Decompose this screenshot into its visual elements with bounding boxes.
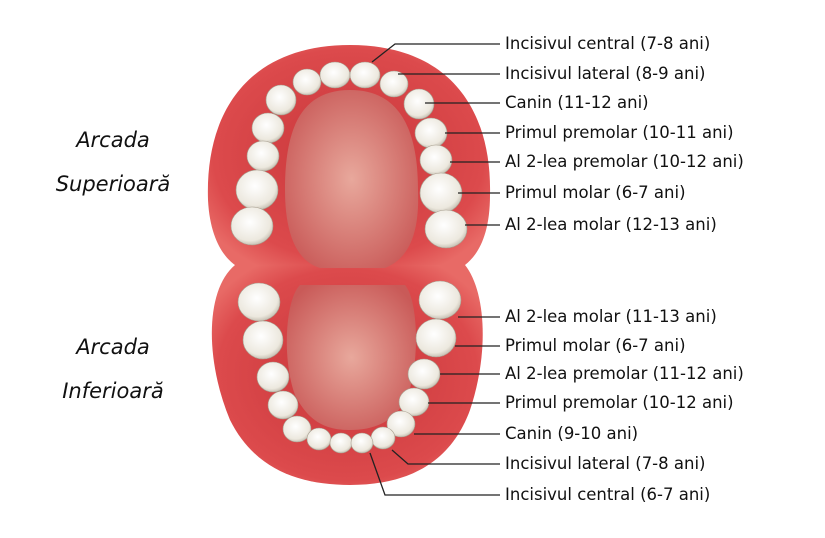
tooth <box>329 432 353 454</box>
tooth <box>237 282 281 322</box>
lower-arch-label-line2: Inferioară <box>62 379 164 403</box>
lower-tooth-label: Incisivul lateral (7-8 ani) <box>505 454 706 473</box>
leader-line <box>369 452 500 496</box>
leader-lines <box>369 43 500 496</box>
tooth <box>350 432 374 454</box>
tooth <box>414 117 448 149</box>
tooth <box>386 410 416 438</box>
palate <box>285 90 419 268</box>
tooth <box>398 387 430 417</box>
tooth <box>403 88 435 120</box>
tooth <box>349 61 381 89</box>
tooth <box>370 426 396 450</box>
upper-tooth-label: Incisivul lateral (8-9 ani) <box>505 64 706 83</box>
upper-tooth-label: Incisivul central (7-8 ani) <box>505 34 711 53</box>
upper-arch-label: Arcada Superioară <box>33 128 193 196</box>
tooth <box>407 358 441 390</box>
tooth <box>319 61 351 89</box>
tooth <box>230 206 274 246</box>
lower-tooth-label: Canin (9-10 ani) <box>505 424 639 443</box>
teeth <box>230 61 468 454</box>
lower-tooth-label: Primul premolar (10-12 ani) <box>505 393 734 412</box>
tooth <box>419 172 463 214</box>
tooth <box>306 427 332 451</box>
upper-tooth-label: Primul molar (6-7 ani) <box>505 183 686 202</box>
tooth <box>235 169 279 211</box>
tooth <box>242 320 284 360</box>
upper-arch-label-line1: Arcada <box>76 128 150 152</box>
tooth <box>379 70 409 98</box>
tooth <box>418 280 462 320</box>
tooth <box>256 361 290 393</box>
tooth <box>246 140 280 172</box>
lower-arch-label: Arcada Inferioară <box>33 335 193 403</box>
lower-arch-label-line1: Arcada <box>76 335 150 359</box>
leader-line <box>391 449 500 465</box>
tooth <box>292 68 322 96</box>
tooth <box>282 415 312 443</box>
tooth <box>251 112 285 144</box>
tooth <box>265 84 297 116</box>
leader-line <box>371 43 500 63</box>
lower-tooth-label: Al 2-lea premolar (11-12 ani) <box>505 364 744 383</box>
tooth <box>267 390 299 420</box>
upper-arch-label-line2: Superioară <box>55 172 171 196</box>
upper-tooth-label: Al 2-lea premolar (10-12 ani) <box>505 152 744 171</box>
tooth <box>415 318 457 358</box>
lower-tooth-label: Al 2-lea molar (11-13 ani) <box>505 307 717 326</box>
tooth <box>419 144 453 176</box>
tooth <box>424 209 468 249</box>
tongue <box>286 285 416 430</box>
lower-tooth-label: Incisivul central (6-7 ani) <box>505 485 711 504</box>
lower-tooth-label: Primul molar (6-7 ani) <box>505 336 686 355</box>
upper-tooth-label: Al 2-lea molar (12-13 ani) <box>505 215 717 234</box>
upper-tooth-label: Primul premolar (10-11 ani) <box>505 123 734 142</box>
upper-tooth-label: Canin (11-12 ani) <box>505 93 649 112</box>
